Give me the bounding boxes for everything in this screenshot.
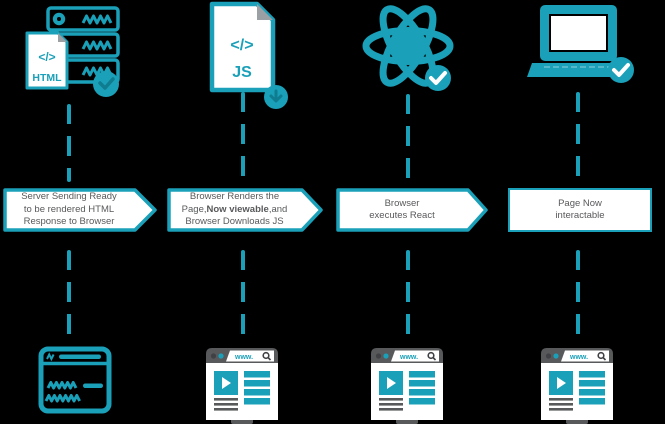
banner-line: Response to Browser — [23, 216, 115, 228]
js-file-label: JS — [232, 64, 252, 81]
connector-dash — [67, 104, 71, 182]
browser-rendered-page-icon: www. — [371, 348, 443, 424]
connector-dash — [576, 250, 580, 338]
window-tab — [231, 420, 253, 424]
play-icon — [557, 377, 566, 389]
js-file-icon: </> JS — [209, 1, 288, 109]
progress-line — [83, 383, 103, 388]
server-with-html-file-icon: </> HTML — [25, 6, 120, 97]
address-bar — [391, 350, 439, 362]
url-text: www. — [569, 354, 588, 361]
window-tab — [396, 420, 418, 424]
banner-line: interactable — [555, 210, 605, 221]
banner-line: Page,Now viewable,and — [181, 203, 288, 215]
check-badge-icon — [93, 71, 119, 97]
server-text-squiggles — [81, 14, 113, 77]
connector-dash — [406, 94, 410, 182]
laptop-screen — [551, 16, 606, 50]
banner-line: to be rendered HTML — [23, 203, 115, 215]
url-text: www. — [399, 354, 418, 361]
browser-rendered-page-icon: www. — [206, 348, 278, 424]
browser-raw-html-icon — [38, 346, 112, 414]
react-logo-icon — [362, 5, 454, 91]
address-bar — [226, 350, 274, 362]
banner-server-sending: Server Sending Ready to be rendered HTML… — [3, 188, 157, 232]
gear-icon — [52, 12, 66, 26]
content-blocks — [409, 371, 435, 405]
play-icon — [387, 377, 396, 389]
html-file-icon: </> HTML — [25, 31, 69, 90]
html-file-label: HTML — [32, 72, 62, 84]
content-blocks — [579, 371, 605, 405]
text-lines — [549, 398, 573, 411]
search-icon — [427, 351, 437, 361]
url-text: www. — [234, 354, 253, 361]
laptop-icon — [527, 5, 634, 83]
banner-browser-executes-react: Browser executes React — [336, 188, 488, 232]
banner-line: Browser — [384, 197, 420, 209]
connector-dash — [241, 250, 245, 338]
banner-browser-renders: Browser Renders the Page,Now viewable,an… — [167, 188, 323, 232]
banner-line: executes React — [369, 210, 435, 221]
connector-dash — [241, 92, 245, 182]
code-glyph: </> — [230, 37, 253, 54]
check-badge-icon — [608, 57, 634, 83]
tab-glyph — [46, 352, 55, 362]
react-nucleus — [394, 32, 422, 60]
browser-rendered-page-icon: www. — [541, 348, 613, 424]
connector-dash — [576, 92, 580, 182]
search-icon — [262, 351, 272, 361]
banner-line: Server Sending Ready — [21, 191, 117, 203]
address-bar — [59, 354, 101, 359]
banner-line: Browser Renders the — [189, 191, 280, 203]
check-badge-icon — [425, 65, 451, 91]
search-icon — [597, 351, 607, 361]
address-bar — [561, 350, 609, 362]
play-icon — [222, 377, 231, 389]
code-squiggles — [44, 381, 81, 403]
content-blocks — [244, 371, 270, 405]
connector-dash — [67, 250, 71, 338]
text-lines — [379, 398, 403, 411]
banner-line: Page Now — [558, 197, 602, 209]
banner-line: Browser Downloads JS — [185, 216, 284, 228]
laptop-base — [527, 63, 630, 77]
code-glyph: </> — [38, 50, 55, 64]
window-tab — [566, 420, 588, 424]
text-lines — [214, 398, 238, 411]
connector-dash — [406, 250, 410, 338]
banner-page-interactable: Page Now interactable — [508, 188, 652, 232]
download-badge-icon — [264, 85, 288, 109]
